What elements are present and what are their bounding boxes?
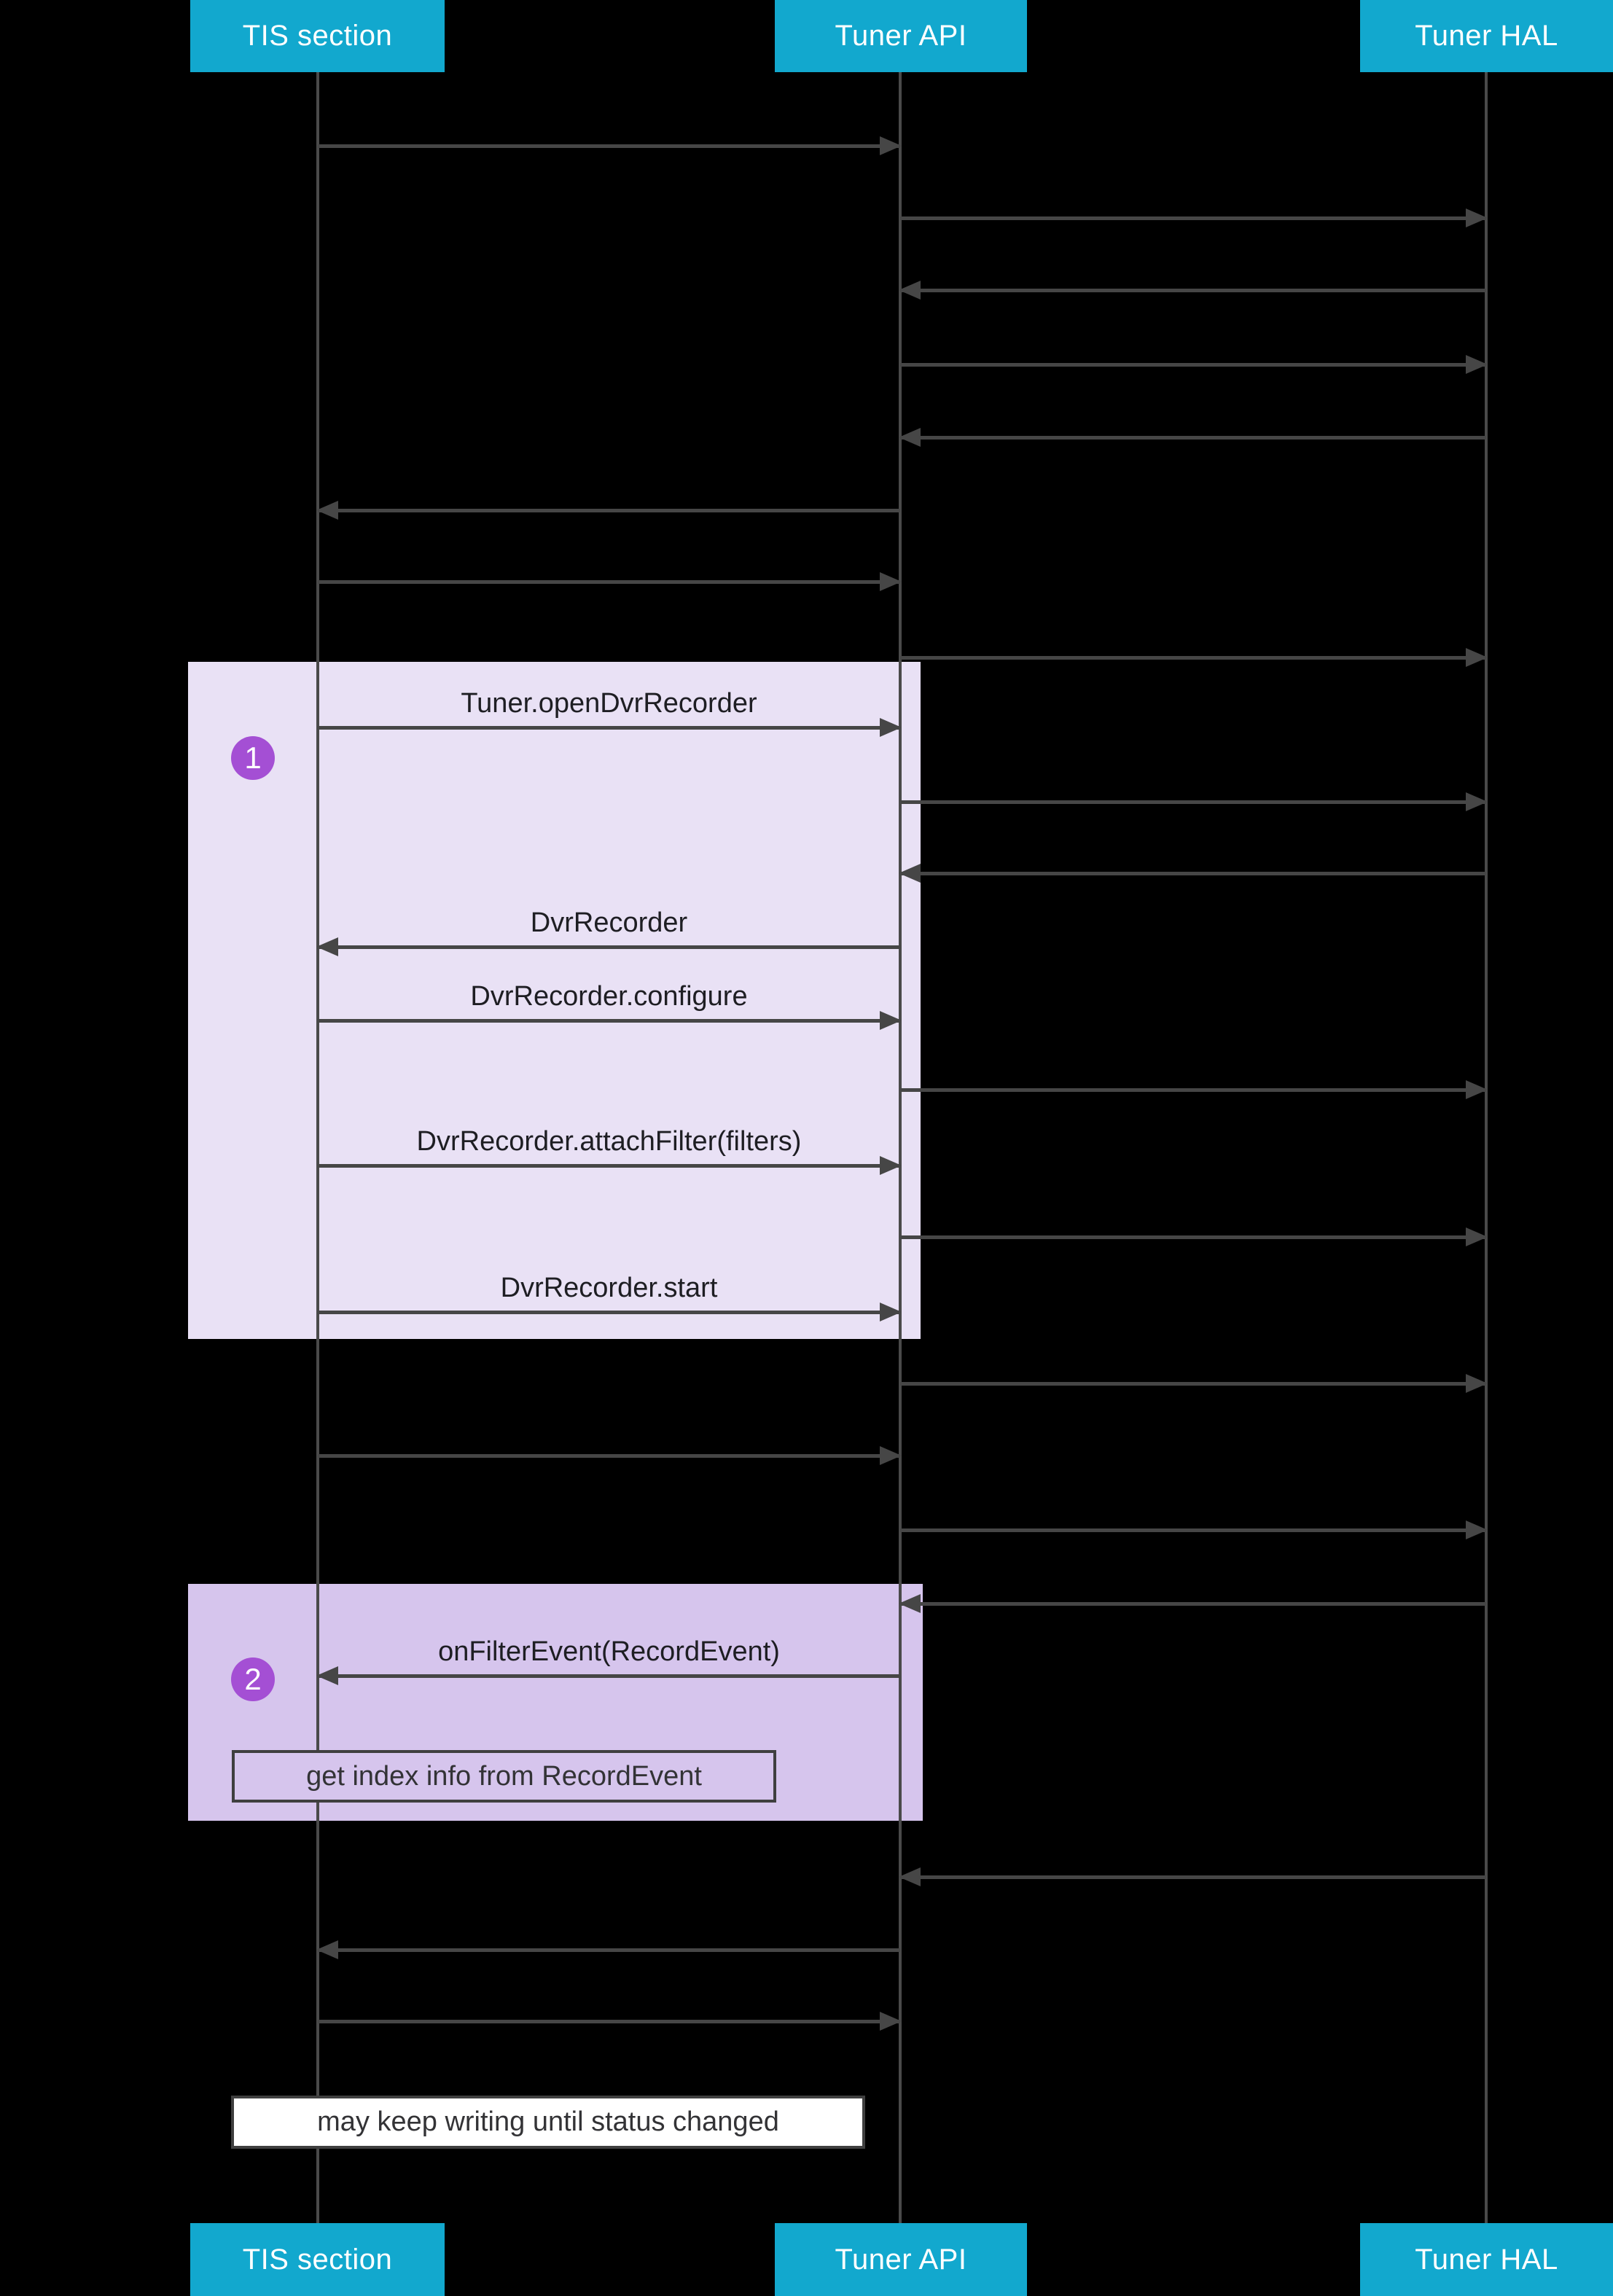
message-arrow <box>318 136 902 155</box>
arrowhead-icon <box>1466 1227 1488 1246</box>
note: get index info from RecordEvent <box>232 1750 776 1803</box>
arrowhead-icon <box>316 937 338 956</box>
arrowhead-icon <box>880 1446 902 1465</box>
arrowhead-icon <box>899 281 921 300</box>
message-arrow <box>899 1594 1486 1613</box>
message-label: DvrRecorder <box>530 907 688 938</box>
arrowhead-icon <box>1466 648 1488 667</box>
message-arrow <box>900 1374 1488 1393</box>
arrowhead-icon <box>316 1940 338 1959</box>
arrowhead-icon <box>899 1594 921 1613</box>
message-label: onFilterEvent(RecordEvent) <box>438 1636 780 1667</box>
message-arrow <box>899 864 1486 883</box>
message-arrow: Tuner.openDvrRecorder <box>318 688 902 737</box>
arrowhead-icon <box>1466 355 1488 374</box>
participant-header-tis-top: TIS section <box>190 0 445 72</box>
note: may keep writing until status changed <box>231 2096 865 2149</box>
message-arrow: DvrRecorder.start <box>318 1273 902 1321</box>
frame-number-badge: 1 <box>231 736 275 780</box>
message-arrow <box>318 2012 902 2031</box>
frame-number-badge: 2 <box>231 1657 275 1701</box>
message-arrow <box>899 428 1486 447</box>
arrowhead-icon <box>899 1867 921 1886</box>
arrowhead-icon <box>1466 1374 1488 1393</box>
message-arrow <box>900 1520 1488 1539</box>
arrowhead-icon <box>880 718 902 737</box>
lifeline-hal <box>1485 72 1488 2223</box>
arrowhead-icon <box>880 1303 902 1321</box>
participant-header-hal-bottom: Tuner HAL <box>1360 2223 1613 2296</box>
arrowhead-icon <box>880 572 902 591</box>
arrowhead-icon <box>880 1156 902 1175</box>
arrowhead-icon <box>880 2012 902 2031</box>
arrowhead-icon <box>1466 792 1488 811</box>
arrowhead-icon <box>1466 208 1488 227</box>
message-arrow <box>900 355 1488 374</box>
message-arrow <box>318 572 902 591</box>
message-arrow: DvrRecorder.configure <box>318 981 902 1030</box>
arrowhead-icon <box>899 864 921 883</box>
message-arrow <box>900 792 1488 811</box>
arrowhead-icon <box>899 428 921 447</box>
message-arrow <box>316 1940 900 1959</box>
participant-header-hal-top: Tuner HAL <box>1360 0 1613 72</box>
lifeline-api <box>899 72 902 2223</box>
arrowhead-icon <box>1466 1080 1488 1099</box>
participant-header-api-top: Tuner API <box>775 0 1027 72</box>
message-arrow: DvrRecorder <box>316 907 900 956</box>
message-arrow <box>900 648 1488 667</box>
participant-header-tis-bottom: TIS section <box>190 2223 445 2296</box>
message-label: DvrRecorder.attachFilter(filters) <box>416 1126 802 1157</box>
message-label: DvrRecorder.start <box>500 1273 718 1303</box>
message-arrow: DvrRecorder.attachFilter(filters) <box>318 1126 902 1175</box>
message-arrow <box>900 1080 1488 1099</box>
arrowhead-icon <box>880 136 902 155</box>
message-arrow <box>316 501 900 520</box>
message-arrow <box>899 281 1486 300</box>
message-arrow <box>900 1227 1488 1246</box>
message-arrow: onFilterEvent(RecordEvent) <box>316 1636 900 1685</box>
message-label: DvrRecorder.configure <box>470 981 748 1012</box>
arrowhead-icon <box>316 1666 338 1685</box>
lifeline-tis <box>316 72 319 2223</box>
message-arrow <box>318 1446 902 1465</box>
participant-header-api-bottom: Tuner API <box>775 2223 1027 2296</box>
arrowhead-icon <box>1466 1520 1488 1539</box>
message-label: Tuner.openDvrRecorder <box>461 688 757 719</box>
arrowhead-icon <box>316 501 338 520</box>
message-arrow <box>900 208 1488 227</box>
message-arrow <box>899 1867 1486 1886</box>
arrowhead-icon <box>880 1011 902 1030</box>
frame <box>188 662 921 1339</box>
